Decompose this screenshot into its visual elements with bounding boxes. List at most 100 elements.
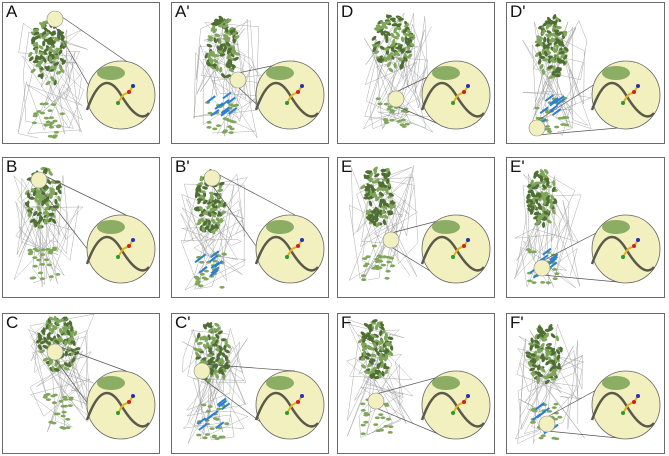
helix: [48, 125, 55, 129]
helix: [530, 179, 534, 186]
helix: [383, 47, 390, 51]
panel-label: E: [341, 157, 353, 176]
helix: [560, 53, 566, 59]
coil-trace: [180, 173, 248, 291]
helix: [42, 20, 49, 25]
helix: [387, 171, 391, 178]
helix: [526, 248, 532, 252]
helix: [52, 338, 57, 345]
helix: [38, 45, 44, 50]
helix: [197, 198, 202, 205]
helix: [406, 40, 411, 46]
helix: [531, 191, 536, 197]
atom: [632, 400, 636, 404]
inset-helix: [97, 376, 125, 390]
helix: [552, 180, 556, 187]
atom: [300, 238, 304, 242]
helix: [32, 256, 38, 259]
helix: [45, 196, 50, 203]
panel-label: C: [6, 313, 19, 332]
helix: [377, 255, 383, 259]
helix: [212, 327, 217, 334]
helix: [563, 54, 568, 60]
helix: [533, 339, 540, 344]
helix: [229, 120, 235, 123]
helix: [62, 395, 68, 399]
helix: [554, 125, 560, 129]
atom: [466, 84, 470, 88]
helix: [388, 204, 395, 208]
beta-sheet: [549, 104, 559, 113]
helix: [543, 36, 547, 43]
helix: [533, 211, 540, 216]
helix: [54, 367, 60, 372]
helix: [558, 51, 565, 55]
helix: [539, 172, 546, 176]
helix: [379, 191, 384, 197]
helix: [217, 24, 224, 28]
helix: [548, 38, 555, 43]
helix: [555, 38, 561, 44]
helix: [221, 367, 227, 373]
helix: [550, 372, 557, 377]
helix: [526, 204, 533, 208]
helix: [48, 322, 53, 328]
helix: [48, 275, 54, 279]
helix: [558, 40, 564, 47]
helix: [385, 31, 391, 37]
helix: [228, 67, 234, 73]
residue-highlight-circle: [203, 169, 221, 187]
helix: [40, 253, 46, 256]
helix: [541, 29, 546, 35]
helix: [49, 49, 56, 53]
helix: [217, 330, 223, 335]
helix: [530, 337, 534, 344]
helix: [542, 22, 548, 27]
helix: [31, 36, 35, 43]
helix: [541, 355, 545, 361]
helix: [530, 420, 536, 424]
helix: [207, 52, 211, 59]
helix: [43, 102, 49, 106]
panel-c: C: [2, 313, 160, 454]
helix: [363, 174, 370, 179]
helix: [196, 341, 203, 346]
helix: [406, 29, 412, 34]
helix: [564, 123, 570, 127]
helix: [372, 191, 377, 198]
helix: [210, 212, 217, 218]
helix: [48, 316, 55, 321]
helix: [373, 423, 379, 426]
helix: [540, 191, 545, 197]
helix: [43, 123, 49, 127]
helix: [208, 347, 213, 354]
helix: [539, 64, 544, 70]
coil-trace: [362, 13, 434, 133]
helix: [65, 417, 71, 421]
protein-structure-render: [13, 166, 156, 288]
helix: [544, 177, 550, 184]
helix: [222, 34, 229, 38]
helix: [207, 219, 211, 226]
zoom-line: [54, 11, 127, 62]
helix: [207, 324, 213, 328]
residue-sticks: [452, 85, 469, 104]
helix: [367, 177, 374, 182]
helix: [207, 405, 213, 408]
residue-sticks: [117, 395, 134, 414]
zoom-line: [546, 430, 619, 439]
helix: [43, 258, 50, 262]
zoom-line: [375, 407, 449, 439]
helix: [34, 249, 40, 252]
beta-sheet: [536, 410, 546, 419]
helix: [42, 168, 48, 174]
helix: [195, 351, 200, 357]
helix: [366, 183, 372, 188]
helix: [222, 24, 229, 29]
inset-backbone: [254, 391, 319, 428]
helix: [48, 170, 53, 176]
helix: [43, 26, 49, 32]
helix: [203, 335, 209, 341]
helix: [371, 267, 377, 270]
helix: [56, 318, 60, 325]
